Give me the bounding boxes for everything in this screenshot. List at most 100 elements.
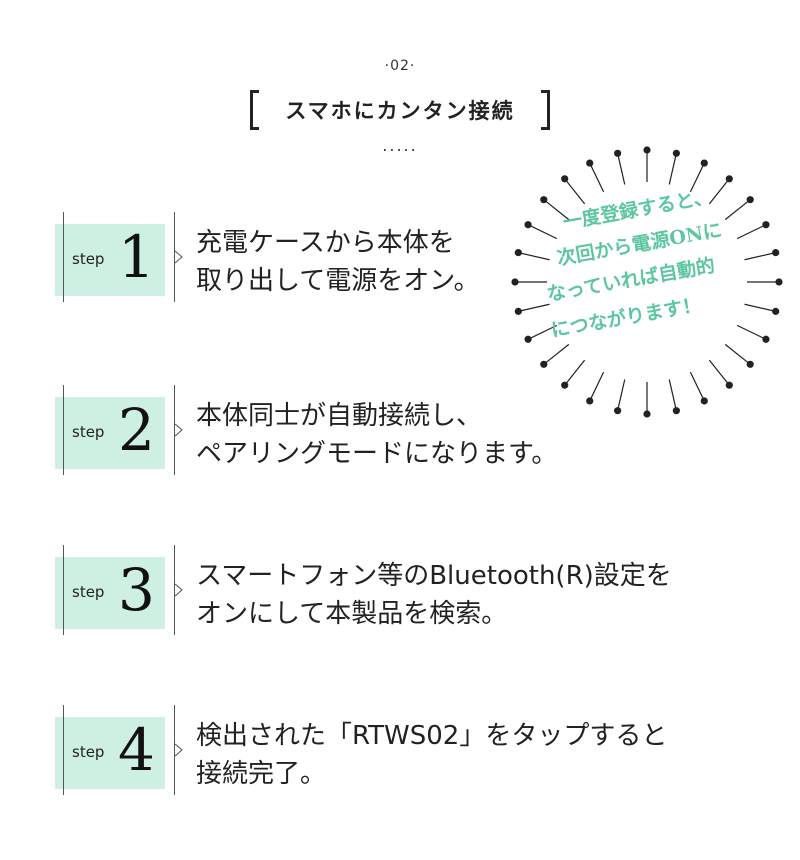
burst-ray — [564, 178, 586, 205]
burst-dot — [511, 278, 519, 286]
burst-dot — [586, 159, 594, 167]
burst-dot — [561, 175, 569, 183]
step-1: step 1 充電ケースから本体を 取り出して電源をオン。 — [0, 212, 800, 302]
burst-dot — [514, 249, 522, 257]
step-2: step 2 本体同士が自動接続し、 ペアリングモードになります。 — [0, 385, 800, 475]
step-box — [55, 397, 165, 469]
step-line: 充電ケースから本体を — [196, 228, 455, 258]
burst-dot — [540, 196, 548, 204]
burst-ray — [689, 162, 705, 193]
burst-dot — [614, 149, 622, 157]
burst-dot — [762, 335, 770, 343]
step-number: 2 — [118, 396, 155, 464]
burst-dot — [672, 407, 680, 415]
burst-ray — [708, 178, 730, 205]
burst-dot — [700, 159, 708, 167]
burst-dot — [540, 360, 548, 368]
burst-dot — [772, 307, 780, 315]
title-dots: ..... — [382, 136, 418, 155]
step-label: step — [72, 250, 105, 268]
burst-dot — [514, 307, 522, 315]
step-line: 取り出して電源をオン。 — [196, 266, 480, 296]
burst-ray — [724, 343, 751, 365]
step-description: 本体同士が自動接続し、 ペアリングモードになります。 — [196, 397, 557, 473]
step-label: step — [72, 423, 105, 441]
divider — [174, 545, 175, 635]
burst-ray — [543, 199, 570, 221]
right-bracket — [540, 90, 550, 130]
burst-ray — [668, 379, 677, 411]
step-description: 検出された「RTWS02」をタップすると 接続完了。 — [196, 717, 667, 793]
step-description: 充電ケースから本体を 取り出して電源をオン。 — [196, 224, 480, 300]
step-3: step 3 スマートフォン等のBluetooth(R)設定を オンにして本製品… — [0, 545, 800, 635]
burst-dot — [643, 410, 651, 418]
burst-ray — [736, 324, 767, 340]
step-box — [55, 557, 165, 629]
burst-dot — [775, 278, 783, 286]
chevron-right-icon — [174, 743, 183, 757]
burst-dot — [725, 381, 733, 389]
burst-ray — [744, 303, 776, 312]
divider — [63, 705, 64, 795]
burst-dot — [700, 397, 708, 405]
divider — [174, 385, 175, 475]
step-line: 本体同士が自動接続し、 — [196, 401, 483, 431]
step-line: オンにして本製品を検索。 — [196, 599, 508, 629]
step-number: 1 — [118, 223, 155, 291]
step-line: スマートフォン等のBluetooth(R)設定を — [196, 561, 672, 591]
burst-dot — [725, 175, 733, 183]
burst-dot — [672, 149, 680, 157]
burst-ray — [518, 252, 550, 261]
burst-dot — [746, 360, 754, 368]
chevron-right-icon — [174, 583, 183, 597]
divider — [174, 705, 175, 795]
divider — [63, 385, 64, 475]
burst-dot — [762, 221, 770, 229]
chevron-right-icon — [174, 423, 183, 437]
burst-ray — [689, 371, 705, 402]
left-bracket — [250, 90, 260, 130]
burst-ray — [564, 359, 586, 386]
burst-ray — [589, 162, 605, 193]
burst-ray — [668, 153, 677, 185]
burst-dot — [586, 397, 594, 405]
burst-dot — [524, 221, 532, 229]
divider — [174, 212, 175, 302]
burst-ray — [708, 359, 730, 386]
burst-ray — [527, 224, 558, 240]
burst-ray — [736, 224, 767, 240]
burst-dot — [746, 196, 754, 204]
burst-dot — [614, 407, 622, 415]
step-label: step — [72, 743, 105, 761]
step-box — [55, 224, 165, 296]
burst-dot — [643, 146, 651, 154]
step-label: step — [72, 583, 105, 601]
burst-ray — [518, 303, 550, 312]
callout-text: 一度登録すると、 次回から電源ONに なっていれば自動的 につながります！ — [505, 140, 790, 425]
burst-dot — [772, 249, 780, 257]
step-line: 検出された「RTWS02」をタップすると — [196, 721, 668, 751]
burst-ray — [744, 252, 776, 261]
step-description: スマートフォン等のBluetooth(R)設定を オンにして本製品を検索。 — [196, 557, 672, 633]
step-line: ペアリングモードになります。 — [196, 439, 558, 469]
burst-rays-icon — [511, 146, 783, 418]
step-line: 接続完了。 — [196, 759, 327, 789]
step-number: 4 — [118, 716, 155, 784]
divider — [63, 545, 64, 635]
step-4: step 4 検出された「RTWS02」をタップすると 接続完了。 — [0, 705, 800, 795]
title-text: スマホにカンタン接続 — [285, 99, 515, 123]
chevron-right-icon — [174, 250, 183, 264]
step-box — [55, 717, 165, 789]
step-number: 3 — [118, 556, 155, 624]
burst-dot — [561, 381, 569, 389]
burst-ray — [617, 379, 626, 411]
divider — [63, 212, 64, 302]
burst-ray — [527, 324, 558, 340]
burst-ray — [543, 343, 570, 365]
section-title: スマホにカンタン接続 — [0, 90, 800, 130]
burst-ray — [617, 153, 626, 185]
burst-dot — [524, 335, 532, 343]
burst-ray — [589, 371, 605, 402]
section-number: ·02· — [384, 58, 416, 74]
burst-ray — [724, 199, 751, 221]
